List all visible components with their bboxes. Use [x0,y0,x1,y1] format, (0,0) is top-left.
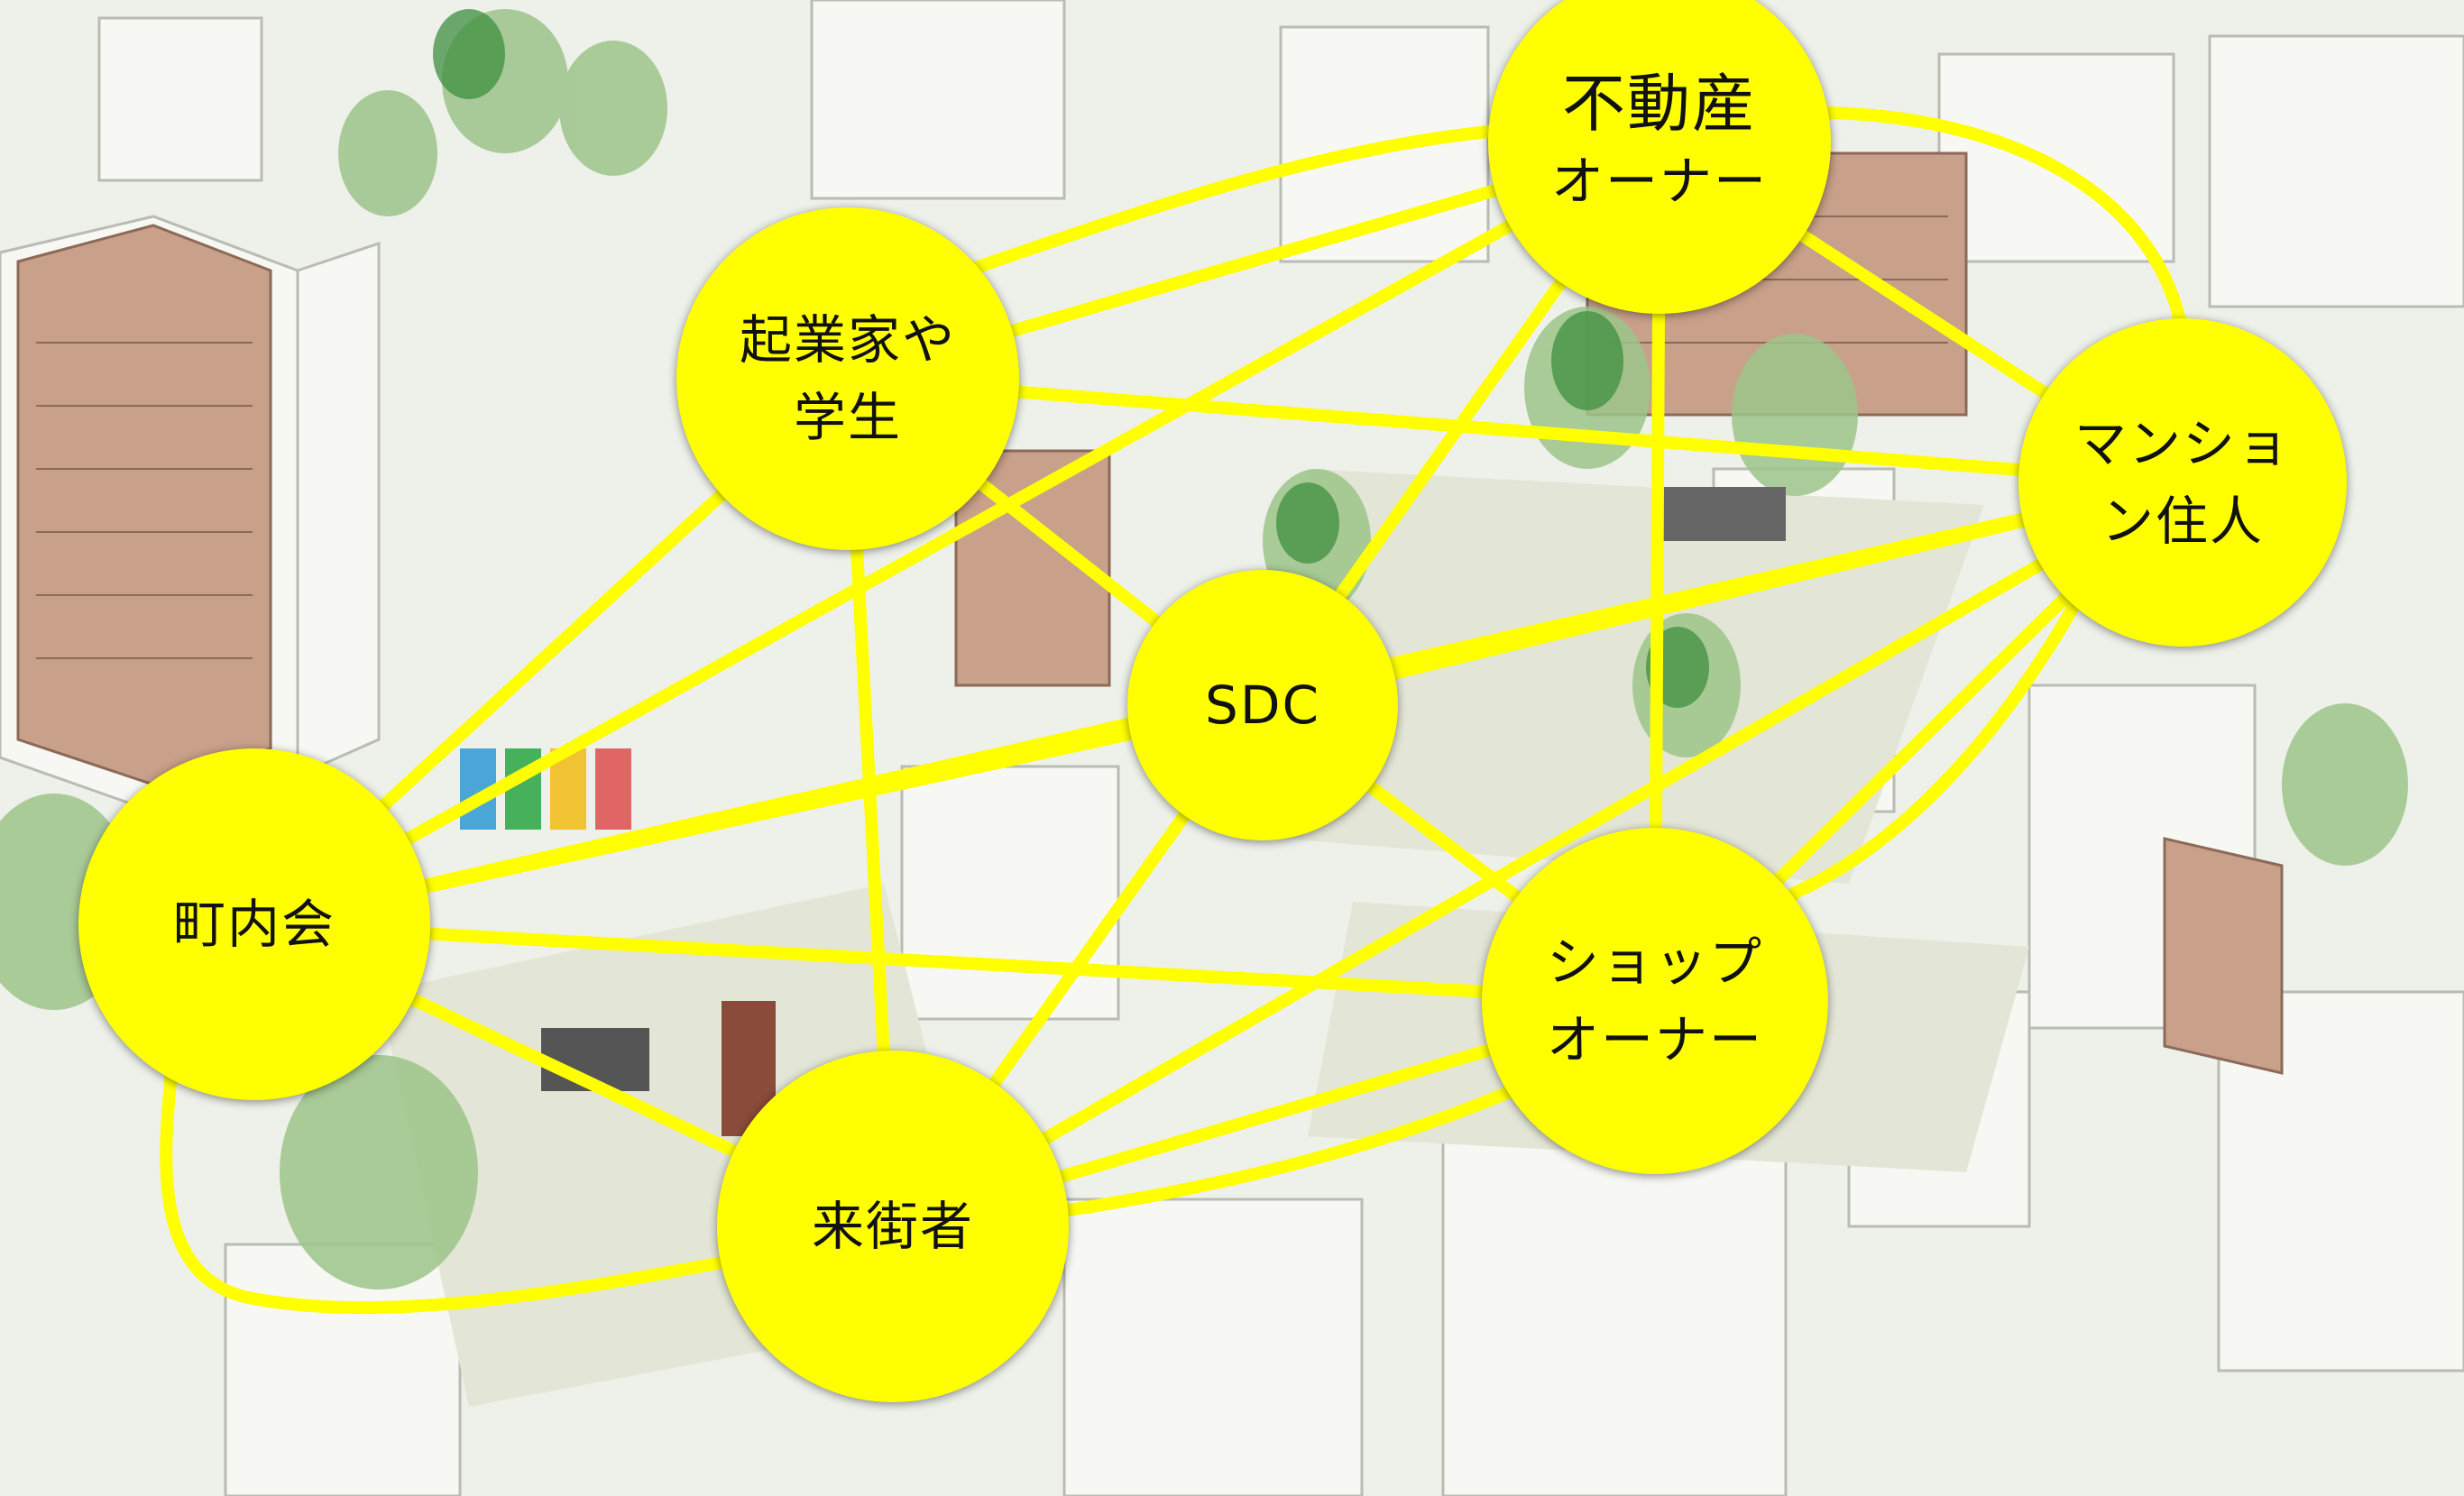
node-label-line: マンショ [2073,413,2291,474]
node-neighborhood: 町内会 [78,748,430,1100]
node-label-line: 来街者 [811,1196,974,1257]
node-label-line: SDC [1205,675,1320,736]
node-visitors: 来街者 [717,1051,1069,1402]
node-label-line: 町内会 [172,894,336,955]
node-label-line: オーナー [1550,151,1768,212]
edge-entrepreneurs-residents [841,372,2189,489]
node-label-line: 起業家や [739,309,956,371]
outer-loop-line [160,106,2190,1315]
node-label-line: 不動産 [1562,67,1757,141]
node-label-line: オーナー [1546,1009,1763,1070]
edge-neighborhood-shop [248,918,1661,1007]
node-label-line: ショップ [1546,932,1763,993]
node-realestate: 不動産オーナー [1488,0,1831,314]
node-residents: マンション住人 [2018,318,2347,647]
node-sdc: SDC [1127,570,1398,840]
node-entrepreneurs: 起業家や学生 [676,207,1019,550]
edge-realestate-neighborhood [248,136,1666,931]
node-label-line: 学生 [793,387,902,448]
edge-residents-visitors [887,476,2189,1233]
node-label-line: ン住人 [2101,491,2264,552]
node-shop: ショップオーナー [1482,828,1828,1174]
